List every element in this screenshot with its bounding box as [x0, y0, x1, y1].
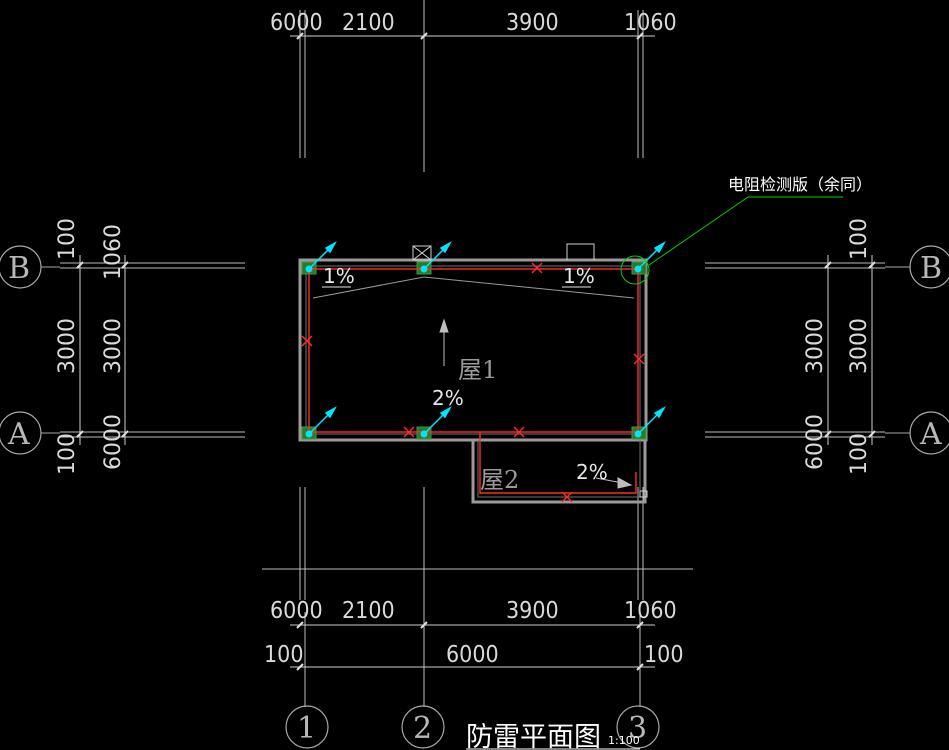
left-dim-3000-inner: 3000 [101, 318, 126, 374]
grid-bubble-3: 3 [616, 705, 660, 749]
bottom-dim-6000: 6000 [270, 598, 323, 624]
grid-bubble-2: 2 [401, 705, 445, 749]
right-dim-100-bottom: 100 [847, 433, 872, 475]
slope-label-1: 1% [323, 264, 355, 288]
grid-bubble-B-right: B [885, 245, 949, 289]
right-dim-3000-inner: 3000 [803, 318, 828, 374]
top-dim-6000: 6000 [270, 10, 323, 36]
roof-outline [298, 258, 648, 504]
svg-text:1: 1 [297, 711, 316, 746]
roof-ridge-lines [312, 276, 635, 299]
roof-label-1: 屋1 [458, 356, 497, 384]
grid-bubble-B-left: B [0, 245, 60, 289]
slope-label-2: 1% [563, 264, 595, 288]
bottom-dim-2100: 2100 [342, 598, 395, 624]
down-conductor-points [305, 241, 666, 438]
slope-label-3: 2% [432, 386, 464, 410]
slope-label-4: 2% [576, 460, 608, 484]
test-point-annotation: 电阻检测版（余同） [728, 175, 872, 194]
roof-label-2: 屋2 [480, 466, 519, 494]
left-dim-100-top: 100 [55, 218, 80, 260]
svg-text:2: 2 [413, 711, 432, 746]
grid-bubble-1: 1 [285, 705, 329, 749]
bottom-dim-100-right: 100 [644, 642, 684, 668]
conductor-support-marks [301, 262, 645, 503]
air-terminal-conductor [308, 268, 639, 494]
left-dim-1060: 1060 [101, 224, 126, 280]
svg-text:B: B [8, 251, 30, 286]
right-dim-6000: 6000 [803, 414, 828, 470]
grid-bubble-A-right: A [885, 411, 949, 455]
dimension-ticks [76, 32, 876, 671]
bottom-dim-6000-total: 6000 [446, 642, 499, 668]
top-dim-2100: 2100 [342, 10, 395, 36]
bottom-dim-100-left: 100 [264, 642, 304, 668]
svg-text:A: A [7, 417, 30, 452]
roof-vent-symbol [412, 243, 595, 261]
svg-text:A: A [919, 417, 942, 452]
test-point-leader [620, 196, 843, 285]
drawing-scale: 1:100 [608, 734, 640, 747]
drainage-arrow [439, 318, 633, 489]
left-dim-3000-outer: 3000 [55, 318, 80, 374]
row-lines [60, 262, 885, 570]
drawing-title: 防雷平面图 [466, 722, 601, 750]
left-dim-100-bottom: 100 [55, 433, 80, 475]
inner-wall-line [305, 265, 641, 498]
top-dim-1060: 1060 [624, 10, 677, 36]
dimension-lines [79, 35, 873, 668]
bottom-dim-3900: 3900 [506, 598, 559, 624]
svg-text:3: 3 [628, 711, 647, 746]
grid-bubble-A-left: A [0, 411, 60, 455]
column-markers [301, 261, 647, 440]
top-dim-3900: 3900 [506, 10, 559, 36]
bottom-dim-1060: 1060 [624, 598, 677, 624]
svg-text:B: B [920, 251, 942, 286]
downpipe-outlet [639, 490, 648, 498]
right-dim-100-top: 100 [847, 218, 872, 260]
right-dim-3000-outer: 3000 [847, 318, 872, 374]
left-dim-6000: 6000 [101, 414, 126, 470]
column-lines [299, 0, 644, 707]
